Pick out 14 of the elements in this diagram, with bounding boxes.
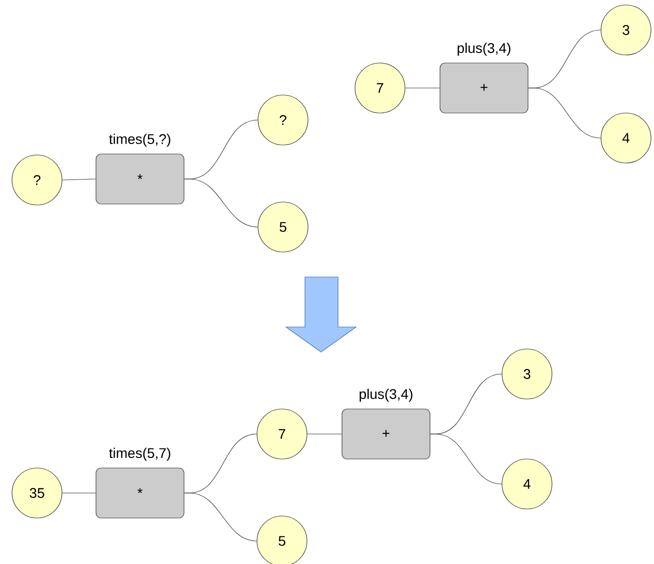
connector-line	[184, 492, 257, 542]
operator-box: +	[440, 62, 528, 114]
connector-line	[62, 178, 96, 180]
connector-line	[528, 88, 601, 138]
function-label: plus(3,4)	[458, 42, 510, 56]
connector-line	[430, 434, 502, 484]
connector-line	[62, 492, 96, 494]
function-label: plus(3,4)	[360, 388, 412, 402]
function-label: times(5,?)	[109, 134, 170, 147]
operator-box: *	[96, 154, 184, 204]
function-label: times(5,7)	[109, 448, 170, 461]
operator-box: *	[96, 468, 184, 518]
operator-box: +	[342, 408, 430, 460]
connector-line	[184, 178, 258, 228]
